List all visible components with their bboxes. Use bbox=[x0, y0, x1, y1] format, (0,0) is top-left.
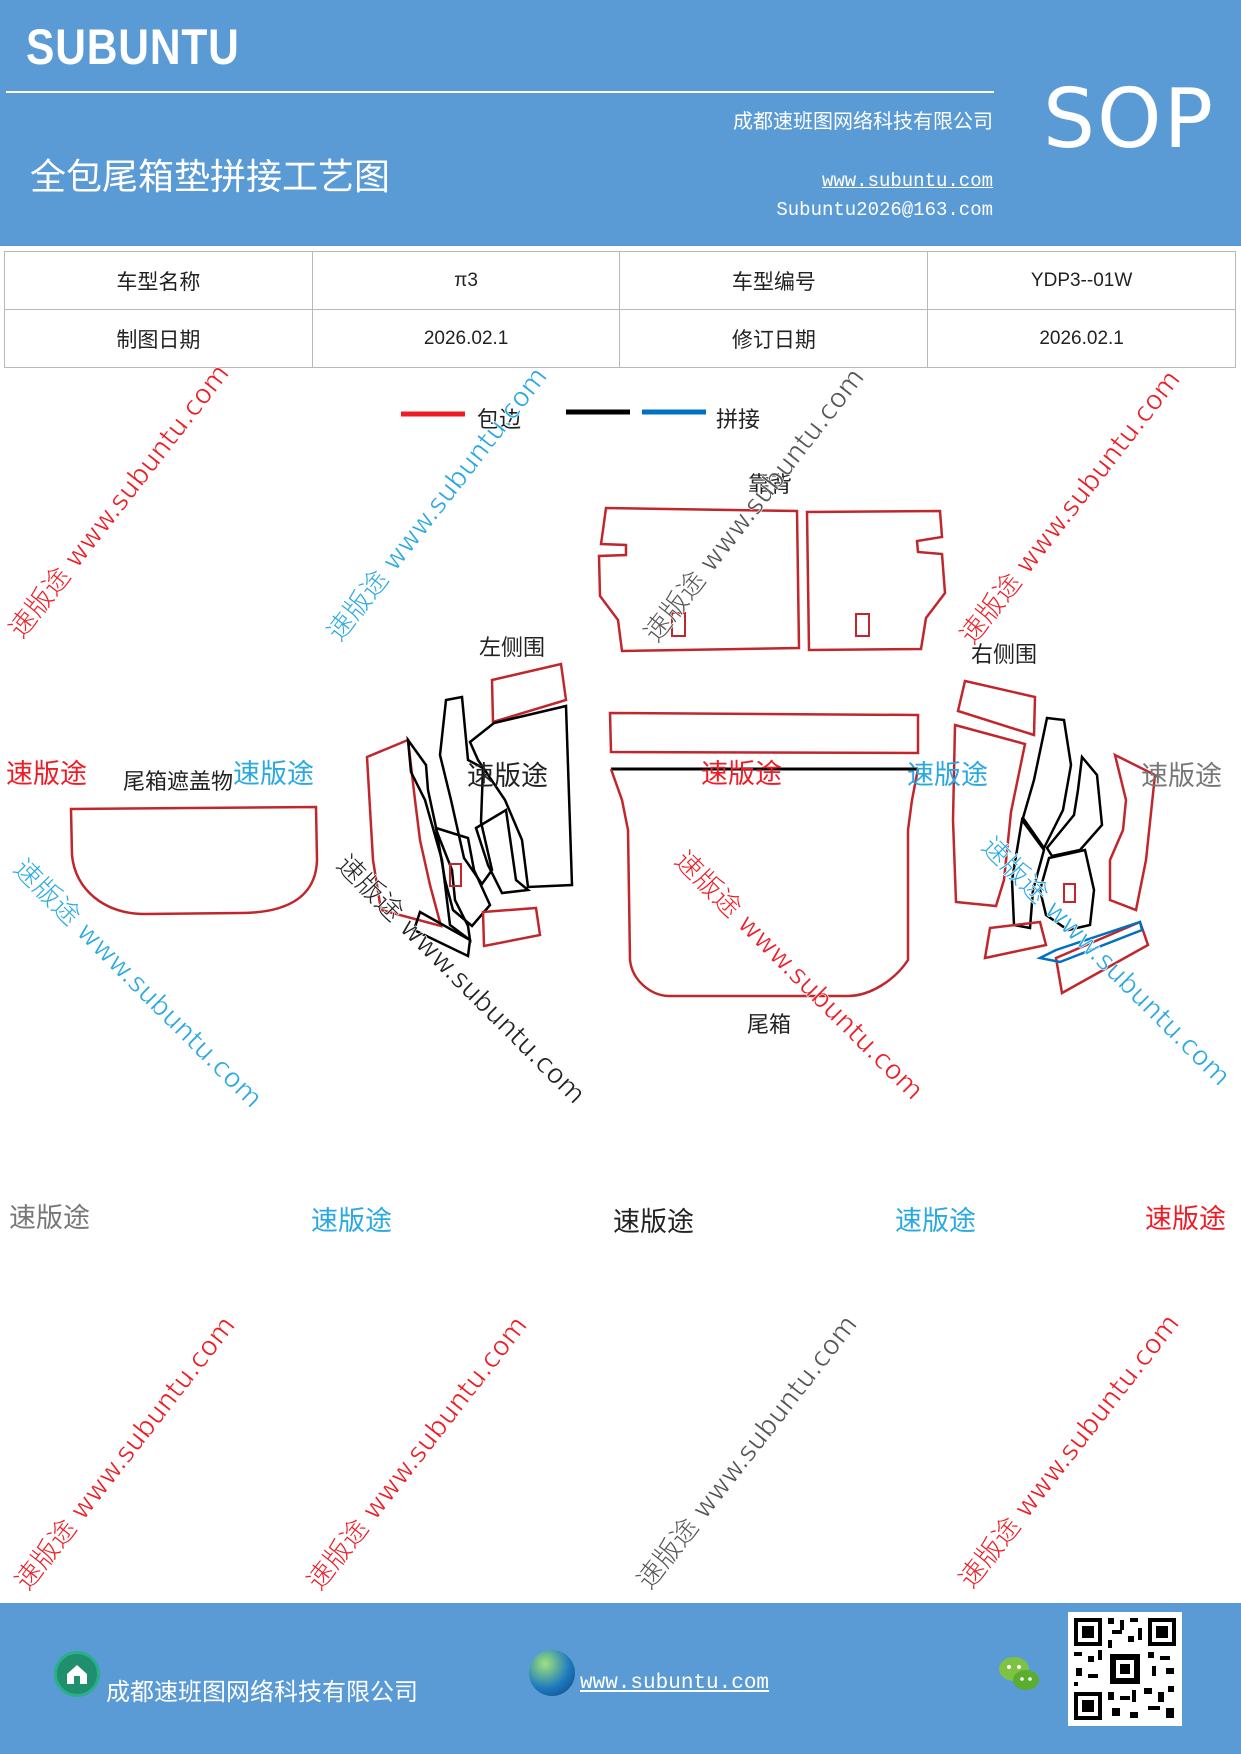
watermark-diagonal-top: 速版途 www.subuntu.com 速版途 www.subuntu.com … bbox=[3, 358, 1187, 651]
model-code-value: YDP3--01W bbox=[927, 251, 1236, 310]
watermark-text: 速版途 bbox=[6, 759, 87, 790]
draw-date-value: 2026.02.1 bbox=[311, 309, 621, 368]
trunk-label: 尾箱 bbox=[747, 1013, 791, 1038]
left-side-label: 左侧围 bbox=[479, 636, 545, 661]
model-name-label: 车型名称 bbox=[4, 251, 313, 310]
footer-company: 成都速班图网络科技有限公司 bbox=[106, 1678, 418, 1706]
trunk-main-piece bbox=[609, 768, 920, 998]
brand-logo: SUBUNTU bbox=[26, 19, 240, 75]
model-info-table: 车型名称 π3 车型编号 YDP3--01W 制图日期 2026.02.1 修订… bbox=[4, 251, 1236, 368]
revise-date-value: 2026.02.1 bbox=[927, 309, 1236, 368]
footer-website-link[interactable]: www.subuntu.com bbox=[580, 1672, 770, 1695]
watermark-diagonal-text: 速版途 www.subuntu.com bbox=[7, 853, 268, 1114]
doc-code: SOP bbox=[1043, 72, 1216, 167]
watermark-text: 速版途 bbox=[233, 759, 314, 790]
header-divider bbox=[6, 91, 994, 93]
draw-date-label: 制图日期 bbox=[4, 309, 313, 368]
header-website-link[interactable]: www.subuntu.com bbox=[821, 170, 993, 192]
watermark-diagonal-text: 速版途 www.subuntu.com bbox=[954, 365, 1187, 651]
page-title: 全包尾箱垫拼接工艺图 bbox=[30, 157, 391, 198]
left-side-panel bbox=[365, 662, 574, 958]
home-icon bbox=[54, 1651, 100, 1697]
watermark-text: 速版途 bbox=[895, 1206, 976, 1237]
watermark-diagonal-middle: 速版途 www.subuntu.com 速版途 www.subuntu.com … bbox=[7, 831, 1237, 1115]
header-company: 成都速班图网络科技有限公司 bbox=[733, 109, 993, 133]
watermark-text: 速版途 bbox=[9, 1203, 90, 1234]
watermark-diagonal-text: 速版途 www.subuntu.com bbox=[668, 845, 929, 1106]
watermark-row-1: 速版途 速版途 速版途 速版途 速版途 速版途 bbox=[6, 759, 1222, 792]
watermark-text: 速版途 bbox=[1145, 1204, 1226, 1235]
watermark-text: 速版途 bbox=[311, 1206, 392, 1237]
legend: 包边 拼接 bbox=[401, 408, 760, 433]
qr-code bbox=[1068, 1612, 1182, 1726]
backrest-left-piece bbox=[597, 506, 801, 653]
table-row: 制图日期 2026.02.1 修订日期 2026.02.1 bbox=[4, 309, 1236, 368]
watermark-diagonal-text: 速版途 www.subuntu.com bbox=[330, 849, 591, 1110]
wechat-icon bbox=[999, 1657, 1039, 1690]
cover-label: 尾箱遮盖物 bbox=[123, 770, 233, 795]
backrest-right-slot bbox=[855, 613, 870, 637]
watermark-diagonal-text: 速版途 www.subuntu.com bbox=[301, 1311, 534, 1597]
watermark-diagonal-text: 速版途 www.subuntu.com bbox=[975, 831, 1236, 1092]
legend-edge-label: 包边 bbox=[477, 408, 521, 433]
trunk-strip-piece bbox=[608, 711, 920, 755]
watermark-diagonal-bottom: 速版途 www.subuntu.com 速版途 www.subuntu.com … bbox=[9, 1308, 1186, 1597]
right-side-label: 右侧围 bbox=[971, 643, 1037, 668]
model-code-label: 车型编号 bbox=[619, 251, 929, 310]
cover-piece bbox=[69, 805, 319, 916]
model-name-value: π3 bbox=[311, 251, 621, 310]
backrest-right-piece bbox=[805, 509, 947, 652]
watermark-diagonal-text: 速版途 www.subuntu.com bbox=[3, 359, 236, 645]
right-side-panel bbox=[951, 679, 1157, 995]
legend-joint-label: 拼接 bbox=[716, 408, 760, 433]
header-banner bbox=[0, 0, 1241, 246]
revise-date-label: 修订日期 bbox=[619, 309, 929, 368]
watermark-diagonal-text: 速版途 www.subuntu.com bbox=[9, 1311, 242, 1597]
watermark-diagonal-text: 速版途 www.subuntu.com bbox=[638, 363, 871, 649]
header-email[interactable]: Subuntu2026@163.com bbox=[776, 199, 993, 221]
watermark-text: 速版途 bbox=[467, 761, 548, 792]
watermark-diagonal-text: 速版途 www.subuntu.com bbox=[321, 362, 554, 648]
watermark-text: 速版途 bbox=[1141, 761, 1222, 792]
watermark-row-2: 速版途 速版途 速版途 速版途 速版途 bbox=[9, 1203, 1226, 1238]
table-row: 车型名称 π3 车型编号 YDP3--01W bbox=[4, 251, 1236, 310]
watermark-text: 速版途 bbox=[701, 759, 782, 790]
backrest-left-slot bbox=[671, 612, 686, 637]
watermark-diagonal-text: 速版途 www.subuntu.com bbox=[953, 1309, 1186, 1595]
backrest-label: 靠背 bbox=[748, 473, 792, 498]
watermark-text: 速版途 bbox=[613, 1207, 694, 1238]
globe-icon bbox=[529, 1650, 575, 1696]
watermark-text: 速版途 bbox=[907, 760, 988, 791]
watermark-diagonal-text: 速版途 www.subuntu.com bbox=[631, 1310, 864, 1596]
